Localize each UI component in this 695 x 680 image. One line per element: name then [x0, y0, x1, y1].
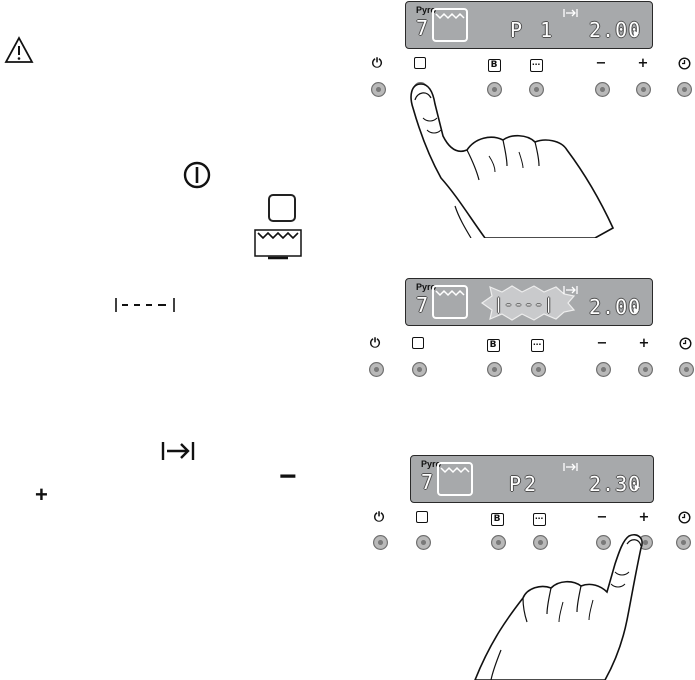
- clock-button-label: [675, 337, 695, 354]
- duration-dashes-icon: [115, 298, 175, 312]
- time-readout: 2.00: [589, 295, 642, 319]
- time-readout: 2.00: [589, 18, 642, 42]
- lcd-display: Pyro 7 P2 2.30 ▸: [410, 455, 654, 503]
- power-button[interactable]: [371, 82, 386, 97]
- pyro-badge: Pyro: [416, 5, 437, 15]
- lcd-display: Pyro 7 |----| 2.00 ▸: [405, 278, 653, 326]
- pyro-badge: Pyro: [416, 282, 437, 292]
- hand-illustration: [410, 83, 615, 238]
- clock-button[interactable]: [679, 362, 694, 377]
- clock-button[interactable]: [677, 82, 692, 97]
- plus-button-label: +: [638, 510, 650, 525]
- plus-button-label: +: [637, 56, 649, 71]
- minus-button[interactable]: [595, 82, 610, 97]
- oven-tray-icon: [254, 229, 302, 260]
- warning-icon: [4, 36, 34, 63]
- oven-tray-icon: [432, 8, 468, 42]
- program-button-label: [408, 337, 428, 353]
- oven-tray-icon: [432, 285, 468, 319]
- time-arrow: ▸: [634, 305, 640, 316]
- power-button-label: ⏻: [371, 56, 383, 71]
- menu-button-label: ⋯: [527, 337, 547, 352]
- menu-button-label: ⋯: [526, 57, 546, 72]
- plus-button-label: +: [638, 336, 650, 351]
- booster-button[interactable]: [487, 82, 502, 97]
- plus-symbol: +: [35, 482, 48, 507]
- end-time-icon: [563, 463, 578, 471]
- flashing-burst-icon: [480, 285, 576, 321]
- menu-button[interactable]: [529, 82, 544, 97]
- menu-button-label: ⋯: [529, 511, 549, 526]
- clock-button-label: [674, 57, 694, 74]
- minus-button-label: −: [596, 510, 608, 525]
- time-arrow: ▸: [634, 28, 640, 39]
- minus-button[interactable]: [596, 362, 611, 377]
- menu-button[interactable]: [533, 535, 548, 550]
- temp-digit: 7: [421, 470, 437, 494]
- program-button[interactable]: [416, 535, 431, 550]
- minus-button-label: −: [595, 56, 607, 71]
- plus-button[interactable]: [638, 362, 653, 377]
- power-button-label: ⏻: [373, 510, 385, 525]
- control-panel-1: Pyro 7 P 1 2.00 ▸ ⏻ B ⋯ − +: [0, 0, 695, 130]
- program-button[interactable]: [412, 362, 427, 377]
- program-readout: P 1: [510, 18, 556, 42]
- power-icon: [183, 161, 211, 189]
- booster-button-label: B: [487, 511, 507, 526]
- booster-button[interactable]: [491, 535, 506, 550]
- booster-button-label: B: [483, 337, 503, 352]
- booster-button[interactable]: [487, 362, 502, 377]
- time-arrow: ▸: [635, 482, 641, 493]
- program-button-icon: [268, 194, 296, 222]
- clock-button-label: [674, 511, 694, 528]
- hand-illustration: [474, 533, 643, 680]
- booster-button-label: B: [484, 57, 504, 72]
- end-time-icon: [161, 442, 195, 460]
- program-readout: P2: [509, 472, 540, 496]
- end-time-icon: [563, 286, 578, 294]
- temp-digit: 7: [416, 16, 432, 40]
- clock-button[interactable]: [676, 535, 691, 550]
- minus-button[interactable]: [596, 535, 611, 550]
- end-time-icon: [563, 9, 578, 17]
- oven-tray-icon: [437, 462, 473, 496]
- menu-button[interactable]: [531, 362, 546, 377]
- lcd-display: Pyro 7 P 1 2.00 ▸: [405, 1, 653, 49]
- minus-symbol: −: [279, 460, 297, 493]
- program-button-label: [410, 57, 430, 73]
- program-button-label: [412, 511, 432, 527]
- pyro-badge: Pyro: [421, 459, 442, 469]
- power-button[interactable]: [369, 362, 384, 377]
- control-panel-2: Pyro 7 |----| 2.00 ▸ ⏻ B ⋯ − +: [0, 278, 695, 408]
- program-readout: |----|: [494, 295, 555, 313]
- power-button[interactable]: [373, 535, 388, 550]
- minus-button-label: −: [596, 336, 608, 351]
- time-readout: 2.30: [589, 472, 642, 496]
- power-button-label: ⏻: [369, 336, 381, 351]
- plus-button[interactable]: [636, 82, 651, 97]
- temp-digit: 7: [416, 293, 432, 317]
